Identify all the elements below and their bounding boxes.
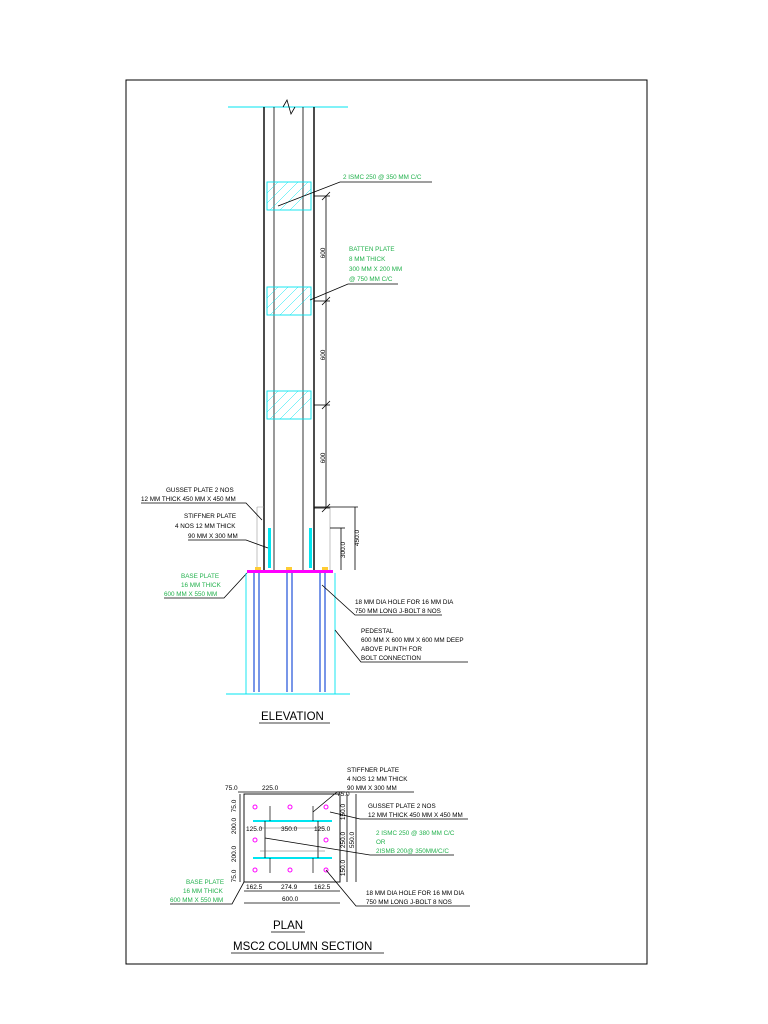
sheet-border bbox=[125, 79, 648, 965]
plan-channel-label-line2: OR bbox=[376, 839, 386, 846]
spacing-dim-2: 600 bbox=[320, 349, 327, 360]
break-symbol bbox=[282, 98, 296, 116]
batten-plate bbox=[266, 390, 312, 420]
plan-dim-right-1: 150.0 bbox=[340, 803, 347, 820]
channel-callout: 2 ISMC 250 @ 350 MM C/C bbox=[343, 174, 422, 181]
leader-line bbox=[309, 283, 398, 301]
bolt-hole bbox=[252, 804, 329, 873]
batten-label-line4: @ 750 MM C/C bbox=[349, 276, 393, 283]
spacing-dimension bbox=[314, 191, 331, 513]
pedestal-label-line1: PEDESTAL bbox=[361, 628, 394, 635]
leader-line bbox=[141, 502, 263, 521]
plan-stiffener-label-line3: 90 MM X 300 MM bbox=[347, 785, 397, 792]
plan-dim-left-2: 200.0 bbox=[231, 817, 238, 834]
batten-label-line1: BATTEN PLATE bbox=[349, 246, 395, 253]
plan-base-label-line1: BASE PLATE bbox=[186, 879, 224, 886]
gusset-dim-300: 300.0 bbox=[340, 541, 347, 558]
plan-dim-mid-1: 125.0 bbox=[246, 826, 263, 833]
leader-line bbox=[164, 572, 248, 599]
gusset-label-line2: 12 MM THICK 450 MM X 450 MM bbox=[141, 496, 236, 503]
stiffener-plate bbox=[309, 528, 312, 568]
plan-dim-bottom-1: 162.5 bbox=[246, 884, 263, 891]
leader-line bbox=[325, 869, 470, 907]
j-bolt bbox=[319, 573, 326, 692]
plan-channel-label-line3: 2ISMB 200@ 350MM/C/C bbox=[376, 848, 449, 855]
batten-plate bbox=[266, 286, 312, 316]
plan-dim-total: 600.0 bbox=[282, 896, 299, 903]
stiffener-label-line1: STIFFNER PLATE bbox=[184, 513, 236, 520]
gusset-label-line1: GUSSET PLATE 2 NOS bbox=[166, 487, 234, 494]
plan-dim-mid-3: 125.0 bbox=[314, 826, 331, 833]
plan-gusset-label-line2: 12 MM THICK 450 MM X 450 MM bbox=[368, 812, 463, 819]
leader-line bbox=[329, 811, 468, 820]
leader-line bbox=[334, 629, 468, 663]
pedestal-label-line4: BOLT CONNECTION bbox=[361, 655, 421, 662]
bolt-label-line1: 18 MM DIA HOLE FOR 16 MM DIA bbox=[355, 599, 454, 606]
batten-plate bbox=[266, 181, 312, 211]
base-label-line1: BASE PLATE bbox=[181, 573, 219, 580]
plan-base-plate bbox=[243, 793, 341, 883]
plan-dim-top-1: 75.0 bbox=[225, 785, 238, 792]
plan-dim-right-3: 150.0 bbox=[340, 859, 347, 876]
plan-base-label-line3: 600 MM X 550 MM bbox=[170, 897, 223, 904]
elevation-title: ELEVATION bbox=[261, 711, 324, 723]
bolt-nut bbox=[286, 567, 292, 570]
gusset-dim-450: 450.0 bbox=[354, 529, 361, 546]
j-bolt bbox=[286, 573, 293, 692]
leader-line bbox=[321, 584, 442, 616]
bolt-nut bbox=[322, 567, 328, 570]
plan-bolt-label-line1: 18 MM DIA HOLE FOR 16 MM DIA bbox=[366, 890, 465, 897]
base-label-line3: 600 MM X 550 MM bbox=[164, 591, 217, 598]
spacing-dim-1: 600 bbox=[320, 247, 327, 258]
stiffener-label-line2: 4 NOS 12 MM THICK bbox=[175, 523, 236, 530]
plan-dim-bottom-3: 162.5 bbox=[314, 884, 331, 891]
plan-dim-bottom-2: 274.9 bbox=[281, 884, 298, 891]
pedestal-label-line3: ABOVE PLINTH FOR bbox=[361, 646, 422, 653]
leader-line bbox=[312, 791, 414, 813]
plan-channel-label-line1: 2 ISMC 250 @ 380 MM C/C bbox=[376, 830, 455, 837]
plan-dim-left-3: 200.0 bbox=[231, 845, 238, 862]
section-title: MSC2 COLUMN SECTION bbox=[233, 941, 372, 953]
batten-label-line2: 8 MM THICK bbox=[349, 256, 386, 263]
bolt-label-line2: 750 MM LONG J-BOLT 8 NOS bbox=[355, 608, 441, 615]
plan-dim-right-total: 550.0 bbox=[349, 831, 356, 848]
leader-line bbox=[277, 181, 432, 207]
plan-base-label-line2: 16 MM THICK bbox=[183, 888, 224, 895]
plan-dim-mid-2: 350.0 bbox=[281, 826, 298, 833]
batten-label-line3: 300 MM X 200 MM bbox=[349, 266, 402, 273]
plan-dim-top-3: 75.0 bbox=[337, 791, 350, 798]
plan-view: 75.0 225.0 75.0 125.0 350.0 125.0 162.5 … bbox=[170, 767, 470, 954]
plan-stiffener-label-line2: 4 NOS 12 MM THICK bbox=[347, 776, 408, 783]
plan-dim-top-2: 225.0 bbox=[262, 785, 279, 792]
bolt-nut bbox=[255, 567, 261, 570]
gusset-dimension bbox=[314, 506, 358, 570]
j-bolt bbox=[253, 573, 260, 692]
base-plate bbox=[247, 570, 333, 573]
plan-stiffener bbox=[269, 806, 314, 873]
spacing-dim-3: 600 bbox=[320, 452, 327, 463]
plan-dim-left-4: 75.0 bbox=[231, 869, 238, 882]
leader-line bbox=[188, 539, 269, 549]
stiffener-label-line3: 90 MM X 300 MM bbox=[188, 533, 238, 540]
plan-bolt-label-line2: 750 MM LONG J-BOLT 8 NOS bbox=[366, 899, 452, 906]
base-label-line2: 16 MM THICK bbox=[181, 582, 222, 589]
elevation-view: 2 ISMC 250 @ 350 MM C/C BATTEN PLATE 8 M… bbox=[141, 98, 468, 724]
leader-line bbox=[264, 837, 454, 856]
gusset-plate bbox=[257, 506, 331, 570]
plan-title: PLAN bbox=[273, 920, 303, 932]
pedestal-label-line2: 600 MM X 600 MM X 600 MM DEEP bbox=[361, 637, 464, 644]
plan-dim-left-1: 75.0 bbox=[231, 799, 238, 812]
plan-dim-right-2: 250.0 bbox=[340, 831, 347, 848]
plan-gusset-label-line1: GUSSET PLATE 2 NOS bbox=[368, 803, 436, 810]
leader-line bbox=[170, 881, 245, 905]
stiffener-plate bbox=[268, 528, 271, 568]
plan-stiffener-label-line1: STIFFNER PLATE bbox=[347, 767, 399, 774]
